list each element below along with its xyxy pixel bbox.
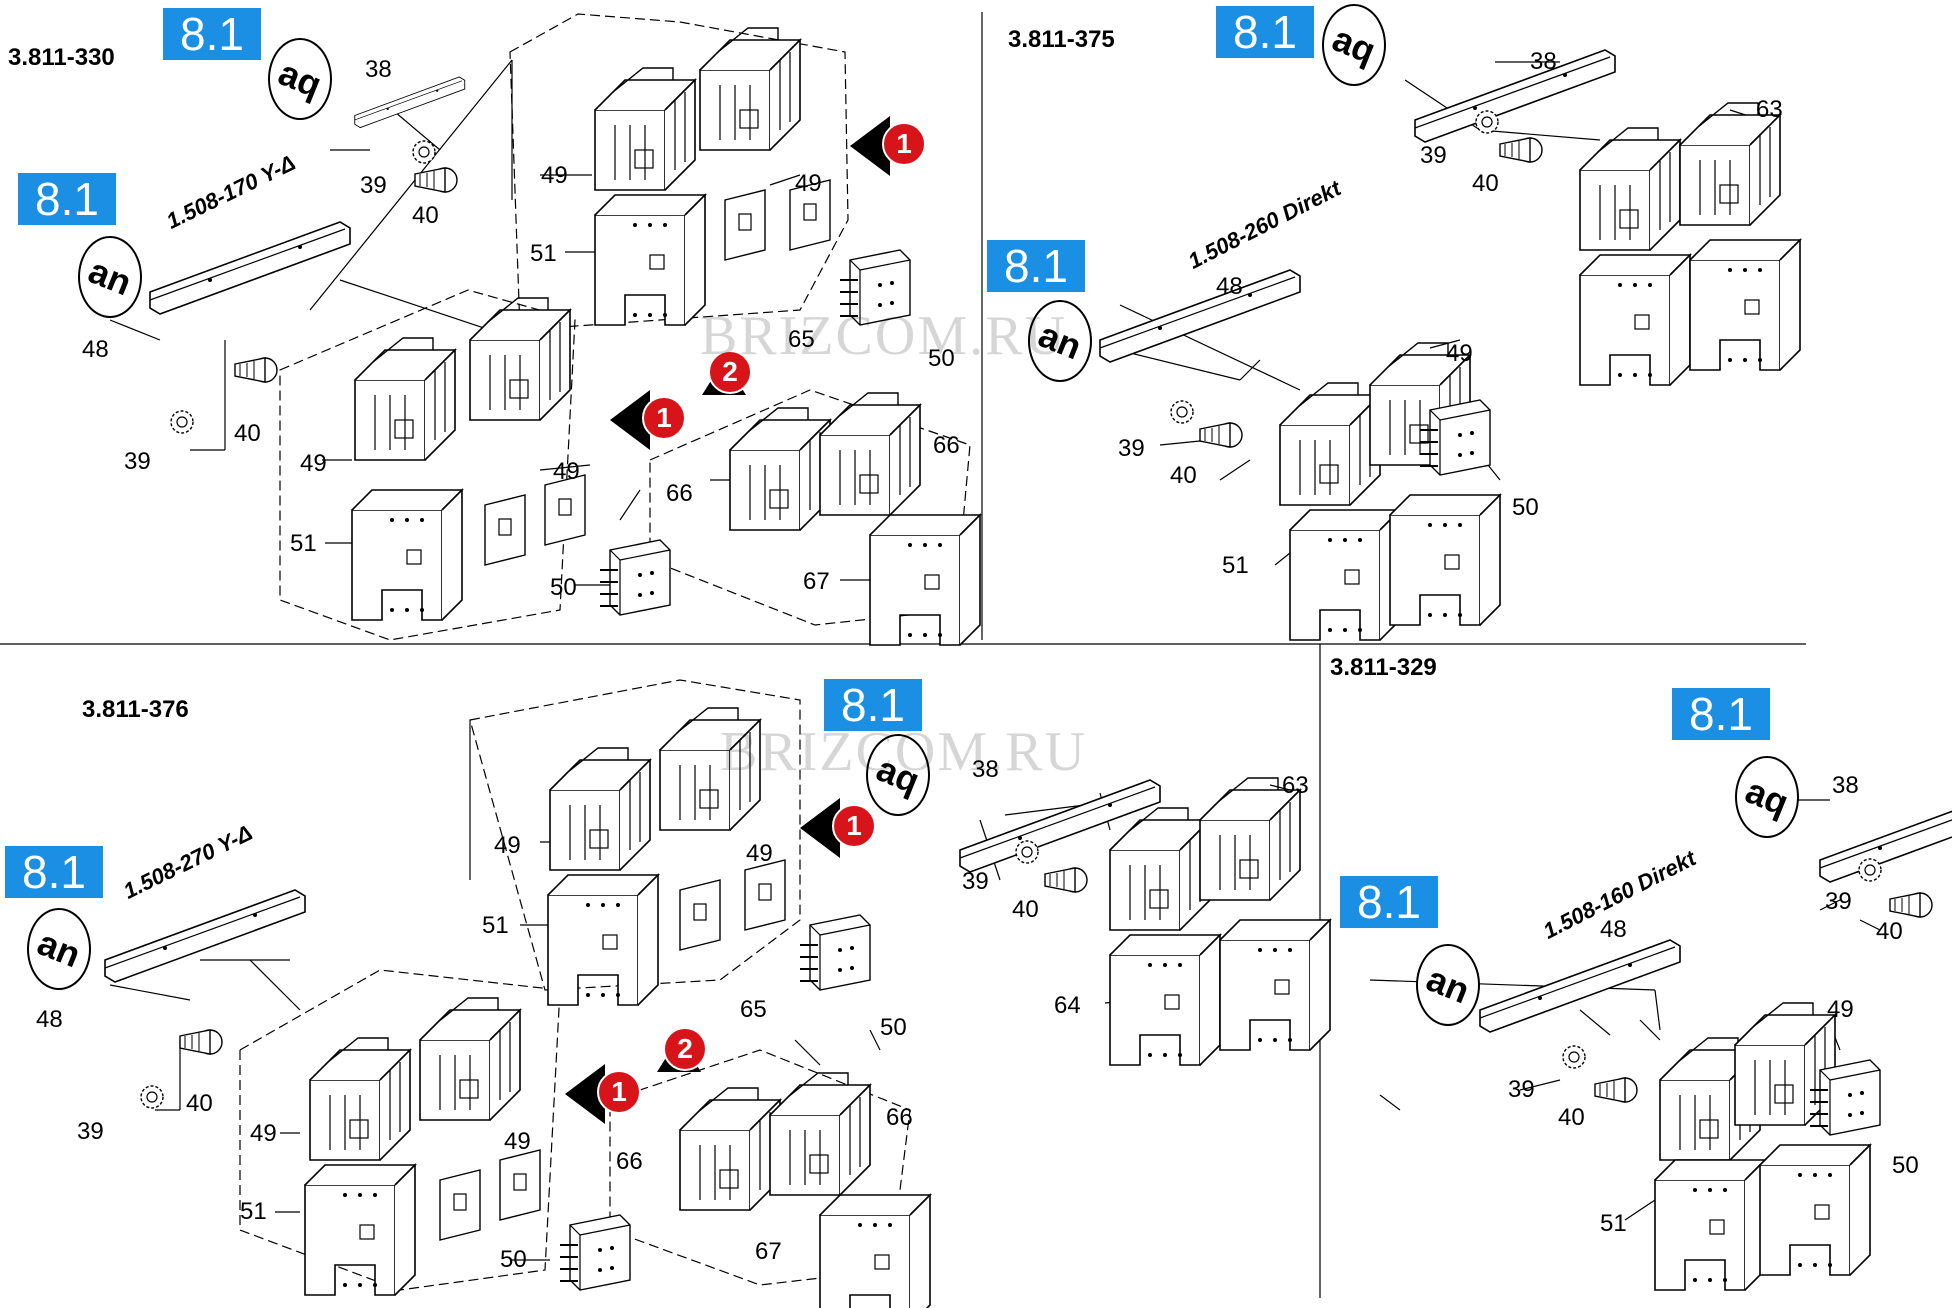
an-icon: an (1416, 944, 1480, 1026)
part-label: 38 (1832, 772, 1859, 799)
part-label: 50 (500, 1246, 527, 1273)
part-label: 63 (1756, 96, 1783, 123)
part-label: 67 (755, 1238, 782, 1265)
part-label: 40 (1170, 462, 1197, 489)
part-label: 66 (933, 432, 960, 459)
section-badge: 8.1 (1216, 6, 1314, 58)
part-label: 48 (1216, 273, 1243, 300)
an-icon: an (78, 236, 142, 318)
part-label: 40 (1472, 170, 1499, 197)
part-label: 51 (482, 912, 509, 939)
part-label: 49 (300, 450, 327, 477)
part-label: 66 (886, 1104, 913, 1131)
part-label: 63 (1282, 772, 1309, 799)
panel-3811-376-parts (104, 707, 1331, 1308)
part-label: 64 (1054, 992, 1081, 1019)
part-label: 39 (1825, 888, 1852, 915)
part-label: 65 (740, 996, 767, 1023)
panel-code: 3.811-329 (1330, 654, 1437, 681)
section-badge: 8.1 (824, 679, 922, 731)
marker-1: 1 (850, 116, 940, 176)
part-label: 50 (1512, 494, 1539, 521)
part-label: 39 (1420, 142, 1447, 169)
part-label: 39 (1118, 435, 1145, 462)
section-badge: 8.1 (5, 846, 103, 898)
part-label: 40 (234, 420, 261, 447)
part-label: 39 (1508, 1076, 1535, 1103)
part-label: 51 (1600, 1210, 1627, 1237)
part-label: 38 (972, 756, 999, 783)
aq-icon: aq (268, 38, 332, 120)
part-label: 49 (250, 1120, 277, 1147)
watermark: BRIZCOM.RU (700, 305, 1067, 367)
part-label: 51 (530, 240, 557, 267)
part-label: 39 (360, 172, 387, 199)
part-label: 49 (1446, 340, 1473, 367)
marker-2: 2 (655, 1027, 745, 1087)
aq-icon: aq (1322, 4, 1386, 86)
part-label: 50 (928, 345, 955, 372)
part-label: 50 (550, 574, 577, 601)
marker-1: 1 (610, 390, 700, 450)
aq-icon: aq (1735, 756, 1799, 838)
section-badge: 8.1 (18, 173, 116, 225)
part-label: 38 (1530, 48, 1557, 75)
panel-3811-329-parts (1479, 789, 1952, 1291)
section-badge: 8.1 (163, 8, 261, 60)
part-label: 49 (553, 458, 580, 485)
watermark: BRIZCOM.RU (720, 721, 1087, 783)
part-label: 49 (541, 162, 568, 189)
part-label: 51 (1222, 552, 1249, 579)
part-label: 40 (1558, 1104, 1585, 1131)
marker-1: 1 (565, 1064, 655, 1124)
part-label: 39 (962, 868, 989, 895)
part-label: 51 (290, 530, 317, 557)
part-label: 50 (1892, 1152, 1919, 1179)
panel-code: 3.811-375 (1008, 26, 1115, 53)
section-badge: 8.1 (987, 240, 1085, 292)
part-label: 39 (124, 448, 151, 475)
part-label: 66 (616, 1148, 643, 1175)
part-label: 49 (494, 832, 521, 859)
part-label: 40 (186, 1090, 213, 1117)
aq-icon: aq (866, 734, 930, 816)
marker-2: 2 (700, 350, 790, 410)
an-icon: an (27, 908, 91, 990)
part-label: 39 (77, 1118, 104, 1145)
marker-1: 1 (800, 798, 890, 858)
panel-code: 3.811-330 (8, 44, 115, 71)
section-badge: 8.1 (1672, 688, 1770, 740)
part-label: 67 (803, 568, 830, 595)
part-label: 66 (666, 480, 693, 507)
part-label: 65 (788, 326, 815, 353)
part-label: 48 (82, 336, 109, 363)
part-label: 49 (1827, 996, 1854, 1023)
part-label: 40 (1012, 896, 1039, 923)
part-label: 50 (880, 1014, 907, 1041)
part-label: 49 (795, 170, 822, 197)
part-label: 40 (412, 202, 439, 229)
section-badge: 8.1 (1340, 876, 1438, 928)
part-label: 48 (1600, 916, 1627, 943)
an-icon: an (1028, 300, 1092, 382)
part-label: 51 (240, 1198, 267, 1225)
part-label: 38 (365, 56, 392, 83)
panel-code: 3.811-376 (82, 696, 189, 723)
part-label: 49 (504, 1128, 531, 1155)
part-label: 40 (1876, 918, 1903, 945)
part-label: 48 (36, 1006, 63, 1033)
part-label: 49 (746, 840, 773, 867)
